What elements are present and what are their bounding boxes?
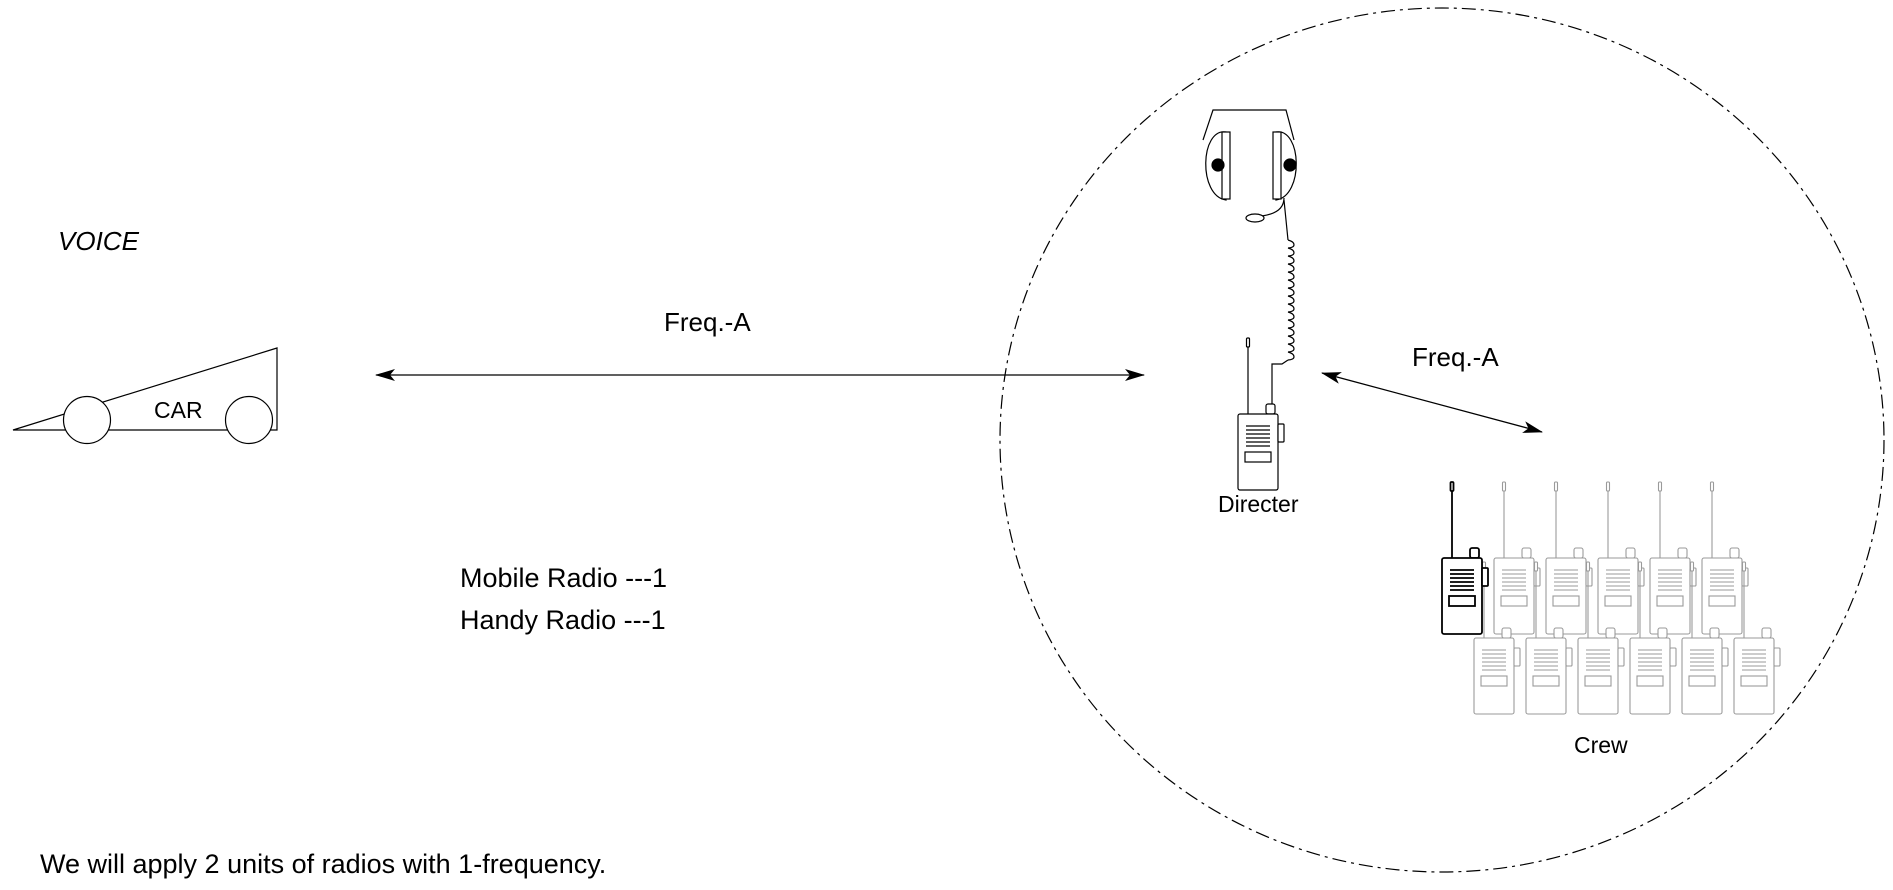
- handheld-radio-icon: [1237, 337, 1285, 491]
- voice-heading: VOICE: [58, 226, 140, 256]
- crew-label: Crew: [1574, 732, 1628, 758]
- equipment-mobile: Mobile Radio ---1: [460, 563, 667, 593]
- director-label: Directer: [1218, 491, 1299, 517]
- headset-icon: [1202, 109, 1297, 406]
- car-director-frequency: Freq.-A: [664, 307, 751, 337]
- director-crew-frequency: Freq.-A: [1412, 342, 1499, 372]
- car-icon: [12, 347, 278, 445]
- equipment-handy: Handy Radio ---1: [460, 605, 666, 635]
- coverage-circle: [999, 7, 1885, 873]
- summary-text: We will apply 2 units of radios with 1-f…: [40, 849, 606, 879]
- car-label: CAR: [154, 397, 203, 423]
- crew-radios-icon: [1441, 481, 1781, 715]
- director-crew-link: [1321, 372, 1543, 433]
